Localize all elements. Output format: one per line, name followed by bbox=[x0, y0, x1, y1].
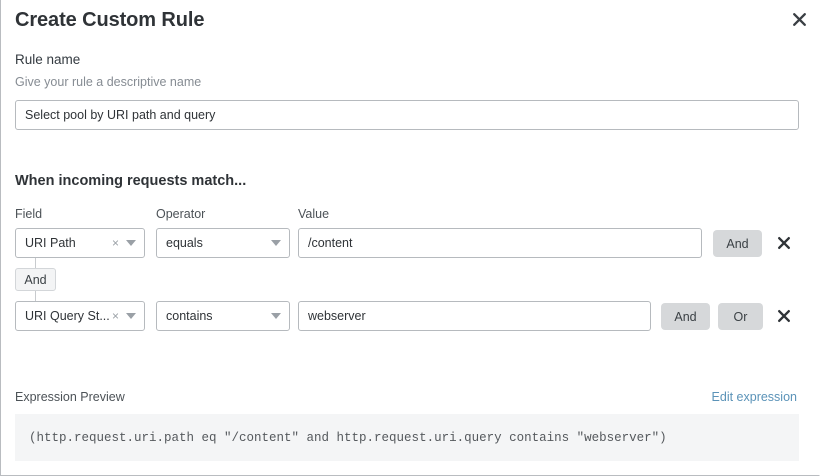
logic-and-button-1[interactable]: And bbox=[713, 230, 762, 257]
operator-select-1[interactable]: equals bbox=[156, 228, 290, 258]
logic-or-button-2[interactable]: Or bbox=[718, 303, 763, 330]
field-select-2[interactable]: URI Query St... × bbox=[15, 301, 145, 331]
remove-condition-button-1[interactable] bbox=[773, 232, 795, 254]
rule-name-input[interactable] bbox=[15, 100, 799, 130]
column-header-operator: Operator bbox=[156, 207, 206, 221]
chevron-down-icon[interactable] bbox=[271, 313, 281, 319]
condition-row: URI Query St... × contains And Or bbox=[1, 301, 819, 331]
chevron-down-icon[interactable] bbox=[126, 313, 136, 319]
value-input-2[interactable] bbox=[298, 301, 651, 331]
page-title: Create Custom Rule bbox=[15, 9, 205, 31]
value-input-1[interactable] bbox=[298, 228, 702, 258]
expression-preview-label: Expression Preview bbox=[15, 390, 125, 404]
operator-select-1-value: equals bbox=[166, 236, 203, 250]
connector-line-top bbox=[35, 258, 36, 268]
connector-and-button[interactable]: And bbox=[15, 268, 56, 291]
chevron-down-icon[interactable] bbox=[126, 240, 136, 246]
close-icon[interactable] bbox=[788, 8, 810, 30]
remove-condition-button-2[interactable] bbox=[773, 305, 795, 327]
operator-select-2[interactable]: contains bbox=[156, 301, 290, 331]
operator-select-2-value: contains bbox=[166, 309, 213, 323]
conditions-heading: When incoming requests match... bbox=[15, 173, 247, 189]
clear-icon[interactable]: × bbox=[111, 236, 119, 250]
rule-name-help-text: Give your rule a descriptive name bbox=[15, 75, 202, 89]
field-select-1-value: URI Path bbox=[25, 236, 76, 250]
column-header-value: Value bbox=[298, 207, 330, 221]
chevron-down-icon[interactable] bbox=[271, 240, 281, 246]
field-select-1[interactable]: URI Path × bbox=[15, 228, 145, 258]
edit-expression-link[interactable]: Edit expression bbox=[711, 390, 797, 404]
column-header-field: Field bbox=[15, 207, 43, 221]
rule-name-label: Rule name bbox=[15, 52, 81, 67]
connector-line-bottom bbox=[35, 291, 36, 301]
field-select-2-value: URI Query St... bbox=[25, 309, 110, 323]
condition-row: URI Path × equals And bbox=[1, 228, 819, 258]
clear-icon[interactable]: × bbox=[111, 309, 119, 323]
expression-preview-code: (http.request.uri.path eq "/content" and… bbox=[15, 414, 799, 461]
logic-and-button-2[interactable]: And bbox=[661, 303, 710, 330]
